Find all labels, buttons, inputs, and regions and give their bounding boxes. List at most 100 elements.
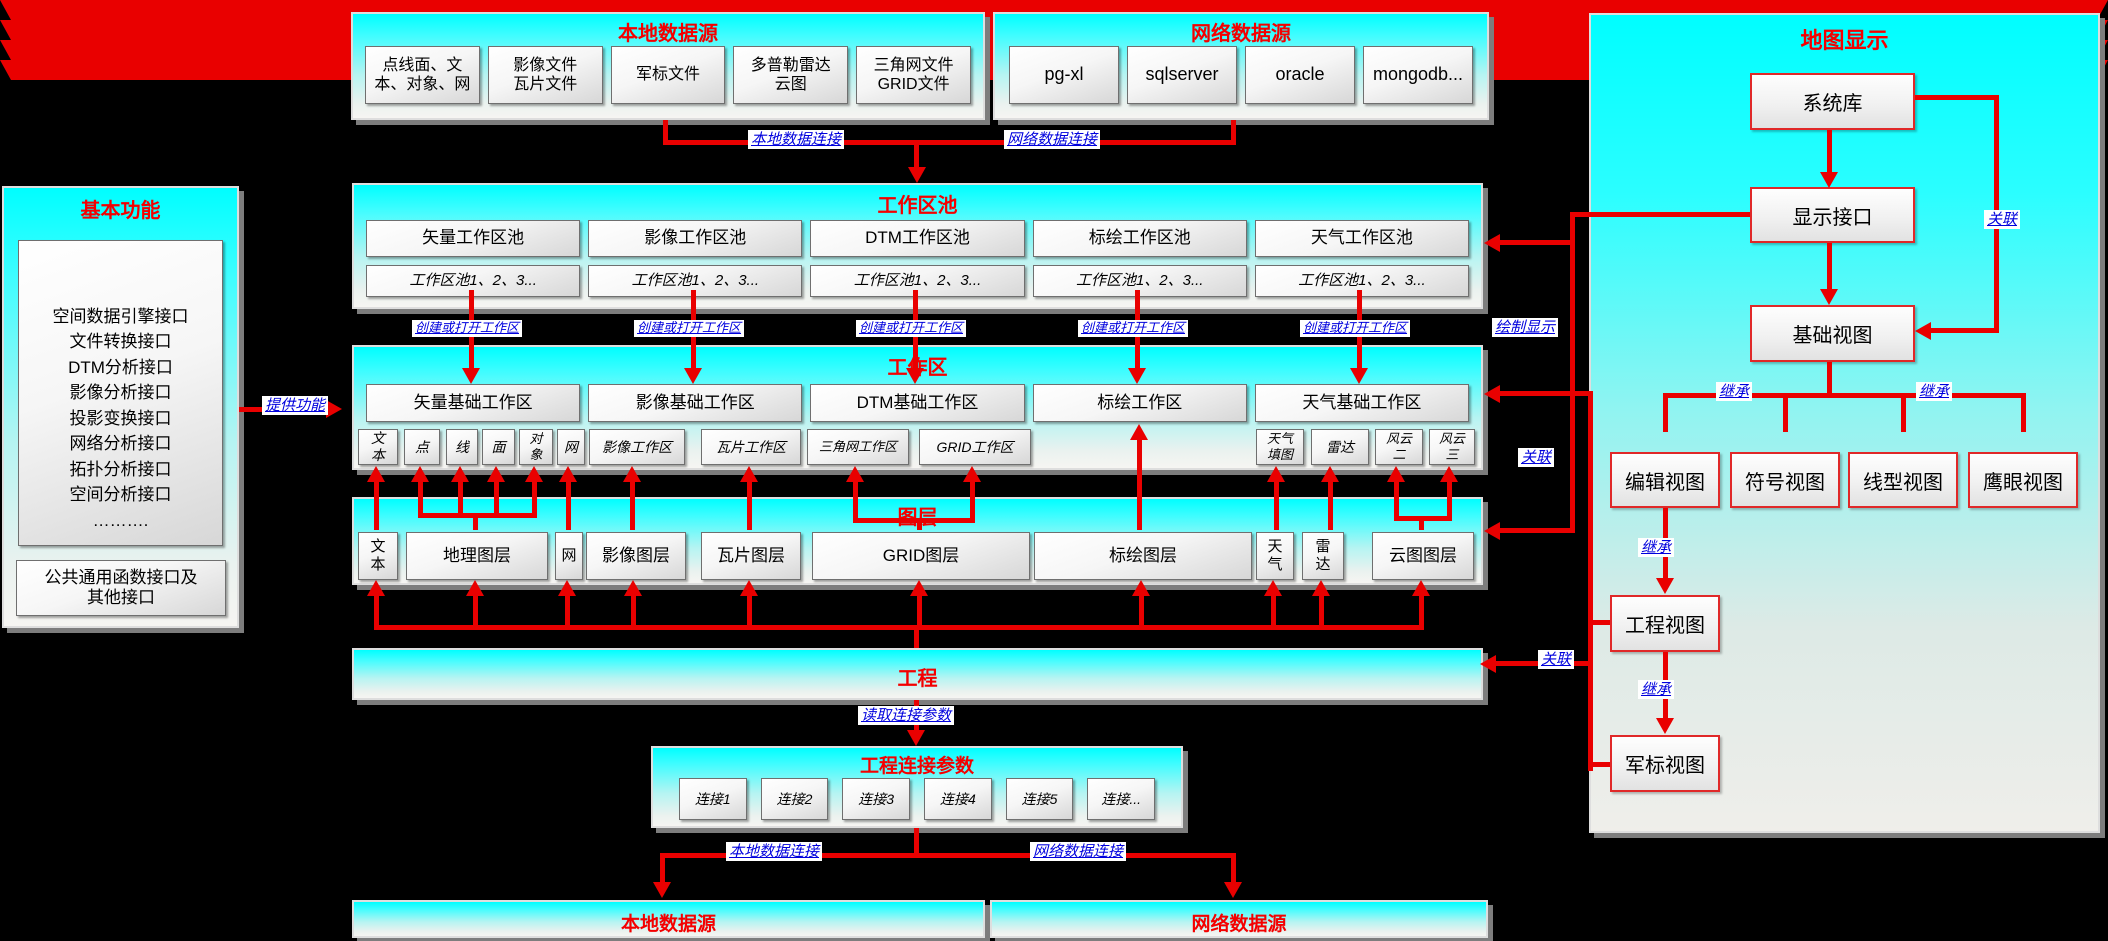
- arrowhead: [1224, 882, 1242, 898]
- arrowhead: [1656, 718, 1674, 734]
- arrowhead: [1656, 578, 1674, 594]
- connector: [1663, 393, 2025, 398]
- arrowhead: [558, 580, 576, 596]
- datasource-box: 影像文件 瓦片文件: [487, 46, 603, 104]
- arrowhead: [908, 167, 926, 183]
- connector: [1827, 362, 1832, 396]
- connector: [473, 515, 478, 530]
- connector: [1783, 393, 1788, 432]
- pool-instances-box: 工作区池1、2、3...: [810, 265, 1025, 297]
- arrowhead: [367, 580, 385, 596]
- connector: [418, 482, 423, 516]
- datasource-box: oracle: [1245, 46, 1355, 104]
- arrowhead: [1387, 466, 1405, 482]
- arrowhead: [684, 368, 702, 384]
- datasource-box: 多普勒雷达 云图: [733, 46, 849, 104]
- edge-label-inherit: 继承: [1716, 382, 1753, 402]
- arrowhead: [1312, 580, 1330, 596]
- conn-box: 连接3: [842, 778, 911, 820]
- workspace-box: 标绘工作区: [1032, 384, 1247, 422]
- edge-label-read-params: 读取连接参数: [858, 706, 955, 726]
- arrowhead: [326, 400, 342, 418]
- connector: [1319, 596, 1324, 628]
- workspace-box: 矢量基础工作区: [366, 384, 581, 422]
- ws-radar-box: 雷达: [1311, 429, 1369, 465]
- edge-label-create-open: 创建或打开工作区: [412, 320, 523, 337]
- connector: [1500, 391, 1593, 396]
- connector: [914, 140, 919, 169]
- arrowhead: [1132, 580, 1150, 596]
- node-system-lib: 系统库: [1750, 73, 1915, 130]
- conn-box: 连接4: [924, 778, 992, 820]
- connector: [1570, 212, 1575, 533]
- panel-title: 本地数据源: [620, 914, 716, 935]
- panel-title: 地图显示: [1800, 28, 1889, 53]
- pool-box: 矢量工作区池: [366, 220, 581, 257]
- arrowhead: [1321, 466, 1339, 482]
- panel-title: 工程: [897, 668, 938, 690]
- node-edit-view: 编辑视图: [1610, 452, 1720, 508]
- connector: [663, 120, 668, 144]
- panel-title: 工作区池: [877, 195, 958, 217]
- connector: [374, 482, 379, 530]
- interface-line: DTM分析接口: [68, 357, 173, 377]
- connector: [1500, 240, 1572, 245]
- connector: [1901, 393, 1906, 432]
- edge-label-net-conn: 网络数据连接: [1004, 130, 1101, 150]
- arrowhead: [525, 466, 543, 482]
- layer-image-box: 影像图层: [586, 532, 686, 580]
- connector: [914, 828, 919, 856]
- connector: [2021, 393, 2026, 432]
- datasource-box: mongodb...: [1363, 46, 1473, 104]
- local-datasource-items: 点线面、文 本、对象、网影像文件 瓦片文件军标文件多普勒雷达 云图三角网文件 G…: [365, 46, 971, 104]
- connector: [660, 853, 1236, 858]
- layer-weather-box: 天 气: [1256, 532, 1294, 580]
- interface-line: 空间分析接口: [69, 485, 172, 505]
- layer-cloud-box: 云图图层: [1372, 532, 1474, 580]
- conn-box: 连接2: [760, 778, 829, 820]
- edge-label-provide: 提供功能: [262, 396, 329, 416]
- edge-label-local-conn: 本地数据连接: [748, 130, 845, 150]
- edge-label-inherit: 继承: [1916, 382, 1953, 402]
- arrowhead: [1440, 466, 1458, 482]
- workspace-box: DTM基础工作区: [810, 384, 1025, 422]
- arrowhead: [367, 466, 385, 482]
- panel-local-datasource: 本地数据源 点线面、文 本、对象、网影像文件 瓦片文件军标文件多普勒雷达 云图三…: [351, 12, 985, 120]
- connector: [1931, 328, 1997, 333]
- panel-title: 基本功能: [80, 200, 161, 222]
- conn-box: 连接...: [1087, 778, 1156, 820]
- connector: [1419, 518, 1424, 530]
- datasource-box: sqlserver: [1127, 46, 1237, 104]
- connector: [1447, 482, 1452, 516]
- connector: [663, 140, 1236, 145]
- ws-image-box: 影像工作区: [589, 429, 685, 465]
- datasource-box: 三角网文件 GRID文件: [856, 46, 971, 104]
- arrowhead: [1915, 322, 1931, 340]
- node-base-view: 基础视图: [1750, 305, 1915, 362]
- edge-label-draw-display: 绘制显示: [1492, 318, 1559, 338]
- node-display-interface: 显示接口: [1750, 187, 1915, 243]
- arrowhead: [740, 580, 758, 596]
- arrowhead: [910, 580, 928, 596]
- arrowhead: [1484, 385, 1500, 403]
- panel-bottom-local: 本地数据源: [352, 900, 985, 938]
- layer-text-box: 文 本: [358, 532, 398, 580]
- arrowhead: [623, 466, 641, 482]
- connector: [1231, 120, 1236, 144]
- connector: [458, 482, 463, 516]
- pool-box: 影像工作区池: [588, 220, 803, 257]
- arrowhead: [1484, 234, 1500, 252]
- connector: [747, 596, 752, 628]
- connector: [1663, 393, 1668, 432]
- interface-line: 影像分析接口: [69, 383, 172, 403]
- interface-line: 网络分析接口: [69, 434, 172, 454]
- connector: [917, 596, 922, 628]
- ws-tile-box: 瓦片工作区: [701, 429, 801, 465]
